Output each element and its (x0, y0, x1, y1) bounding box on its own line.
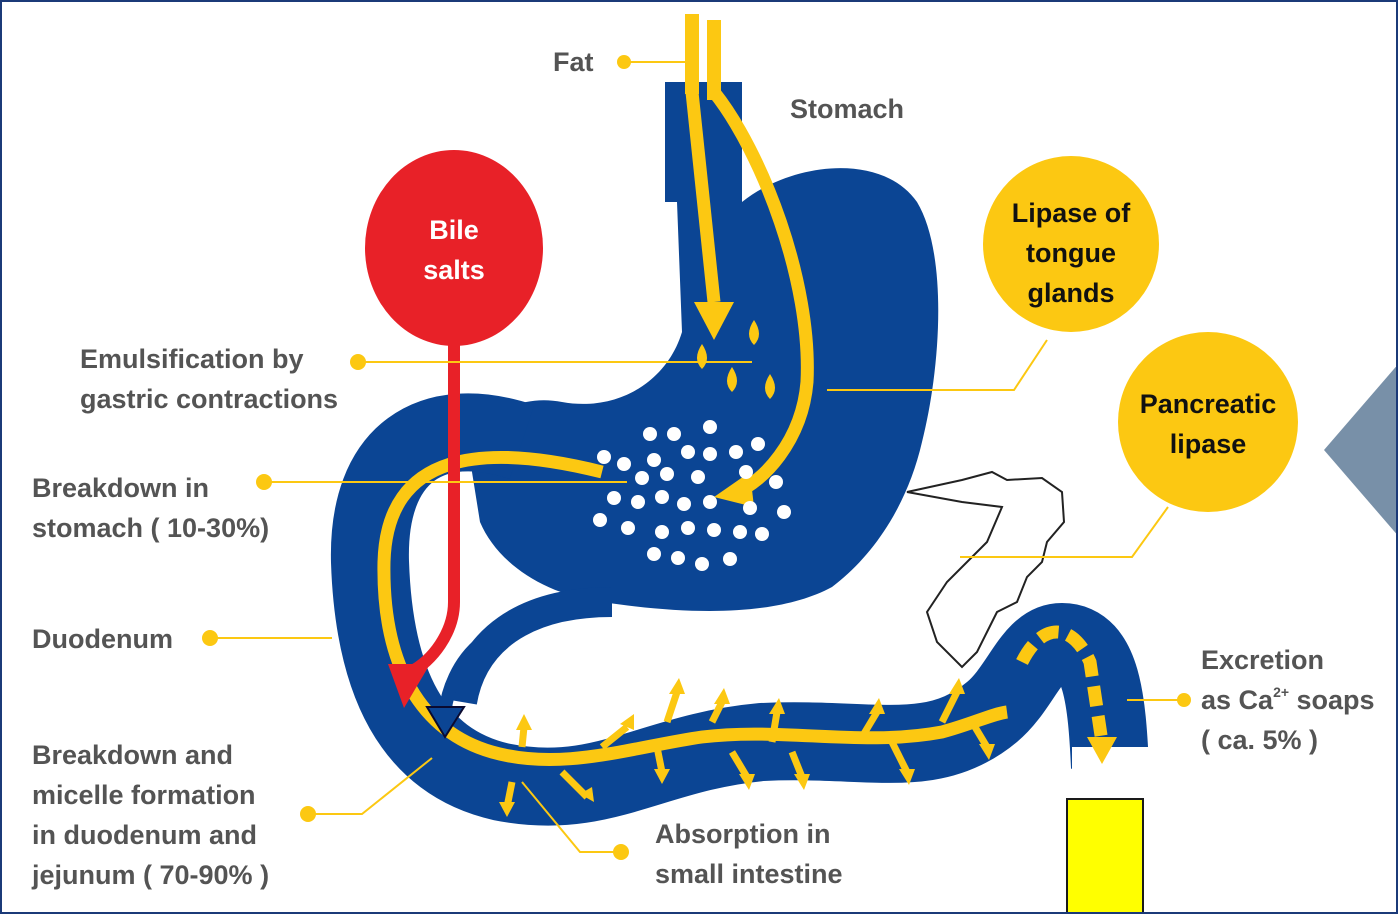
duodenum-inner-gap (462, 602, 612, 702)
pancreatic-lipase-label: Pancreatic lipase (1118, 384, 1298, 464)
fat-tube-left (685, 14, 699, 94)
excretion-line-2: as Ca2+ soaps (1201, 680, 1375, 720)
fat-label: Fat (553, 42, 594, 82)
breakdown-duodenum-line-4: jejunum ( 70-90% ) (32, 855, 269, 895)
tongue-lipase-label: Lipase of tongue glands (981, 193, 1161, 313)
fat-tube-right (707, 20, 721, 100)
excretion-line-1: Excretion (1201, 640, 1375, 680)
duodenum-label: Duodenum (32, 619, 173, 659)
emulsification-line-1: Emulsification by (80, 339, 338, 379)
excretion-charge-superscript: 2+ (1273, 684, 1289, 700)
excretion-label: Excretion as Ca2+ soaps ( ca. 5% ) (1201, 640, 1375, 760)
excretion-line-3: ( ca. 5% ) (1201, 720, 1375, 760)
tongue-lipase-line-3: glands (981, 273, 1161, 313)
bile-flow-arrow (410, 342, 454, 672)
breakdown-duodenum-line-1: Breakdown and (32, 735, 269, 775)
excretion-soaps-text: soaps (1289, 685, 1375, 715)
excretion-ca-text: as Ca (1201, 685, 1273, 715)
bile-salts-line-2: salts (374, 250, 534, 290)
breakdown-stomach-line-2: stomach ( 10-30%) (32, 508, 269, 548)
bile-salts-line-1: Bile (374, 210, 534, 250)
breakdown-stomach-line-1: Breakdown in (32, 468, 269, 508)
emulsification-line-2: gastric contractions (80, 379, 338, 419)
emulsification-label: Emulsification by gastric contractions (80, 339, 338, 419)
previous-slide-arrow[interactable] (1322, 362, 1398, 538)
absorption-line-2: small intestine (655, 854, 843, 894)
tongue-lipase-line-2: tongue (981, 233, 1161, 273)
absorption-label: Absorption in small intestine (655, 814, 843, 894)
absorption-line-1: Absorption in (655, 814, 843, 854)
breakdown-duodenum-line-2: micelle formation (32, 775, 269, 815)
breakdown-duodenum-label: Breakdown and micelle formation in duode… (32, 735, 269, 895)
breakdown-duodenum-line-3: in duodenum and (32, 815, 269, 855)
intestine-end-mask (1072, 747, 1152, 787)
tongue-lipase-line-1: Lipase of (981, 193, 1161, 233)
pancreatic-lipase-line-2: lipase (1118, 424, 1298, 464)
bile-salts-label: Bile salts (374, 210, 534, 290)
pancreatic-lipase-line-1: Pancreatic (1118, 384, 1298, 424)
breakdown-stomach-label: Breakdown in stomach ( 10-30%) (32, 468, 269, 548)
yellow-marker-box (1066, 798, 1144, 914)
stomach-label: Stomach (790, 89, 904, 129)
chevron-left-icon (1324, 362, 1398, 538)
